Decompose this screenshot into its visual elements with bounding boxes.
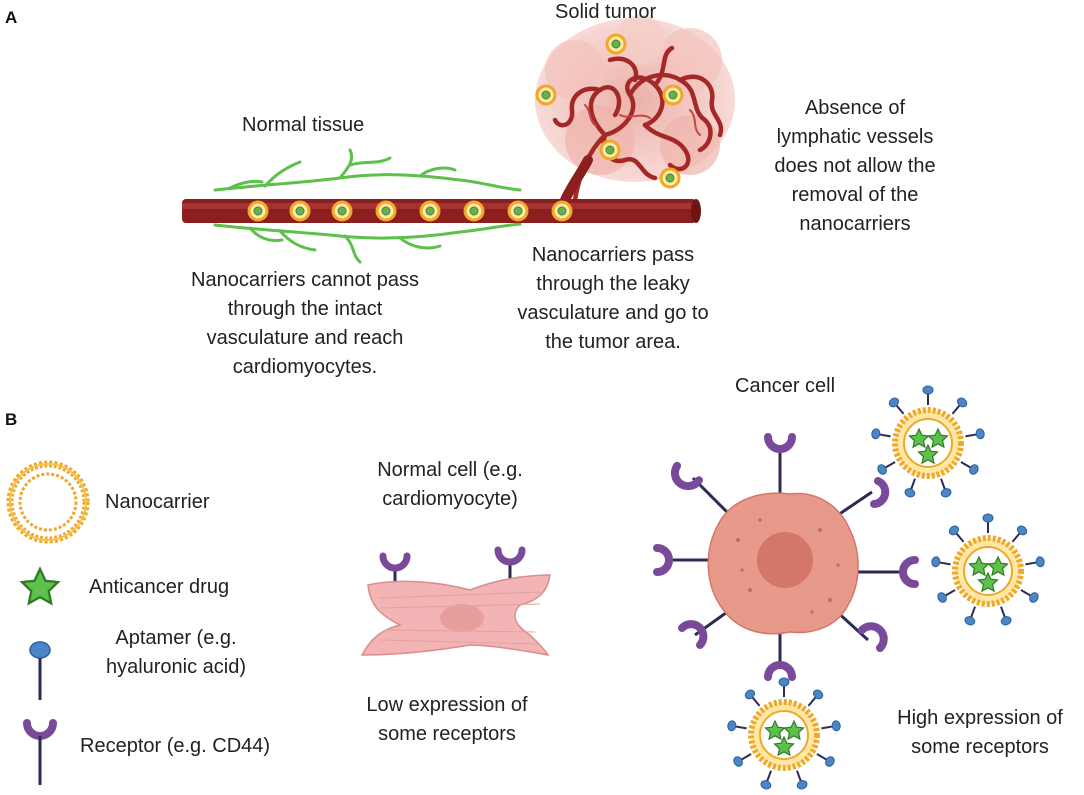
cancer-cell-label: Cancer cell bbox=[735, 375, 836, 397]
receptor-icon bbox=[23, 719, 57, 785]
absence-lymphatic-label: Absence of lymphatic vessels does not al… bbox=[774, 97, 936, 235]
legend-aptamer-label: Aptamer (e.g. hyaluronic acid) bbox=[105, 627, 247, 678]
normal-tissue-label: Normal tissue bbox=[242, 114, 365, 136]
legend-nanocarrier-label: Nanocarrier bbox=[105, 491, 210, 513]
panel-letter-a: A bbox=[5, 8, 18, 27]
normal-cell-label: Normal cell (e.g. cardiomyocyte) bbox=[377, 459, 523, 510]
tumor-feeding-vessel bbox=[560, 155, 593, 205]
targeted-nanocarrier-1 bbox=[869, 385, 987, 500]
nanocarrier-icon bbox=[6, 460, 90, 544]
targeted-nanocarrier-2 bbox=[931, 514, 1045, 626]
pass-leaky-label: Nanocarriers pass through the leaky vasc… bbox=[517, 244, 709, 353]
cannot-pass-label: Nanocarriers cannot pass through the int… bbox=[191, 269, 419, 378]
high-expression-label: High expression of some receptors bbox=[897, 707, 1063, 758]
star-drug-icon bbox=[20, 567, 60, 605]
legend-drug-label: Anticancer drug bbox=[89, 576, 230, 598]
aptamer-icon bbox=[29, 641, 51, 700]
tumor-icon bbox=[535, 15, 735, 203]
solid-tumor-label: Solid tumor bbox=[555, 1, 657, 23]
lymphatic-branches bbox=[213, 148, 522, 264]
panel-letter-b: B bbox=[5, 410, 18, 429]
legend-receptor-label: Receptor (e.g. CD44) bbox=[80, 735, 271, 757]
low-expression-label: Low expression of some receptors bbox=[366, 694, 528, 745]
cardiomyocyte-icon bbox=[360, 546, 551, 657]
targeted-nanocarrier-3 bbox=[727, 678, 841, 790]
cancer-cell-icon bbox=[653, 433, 919, 681]
